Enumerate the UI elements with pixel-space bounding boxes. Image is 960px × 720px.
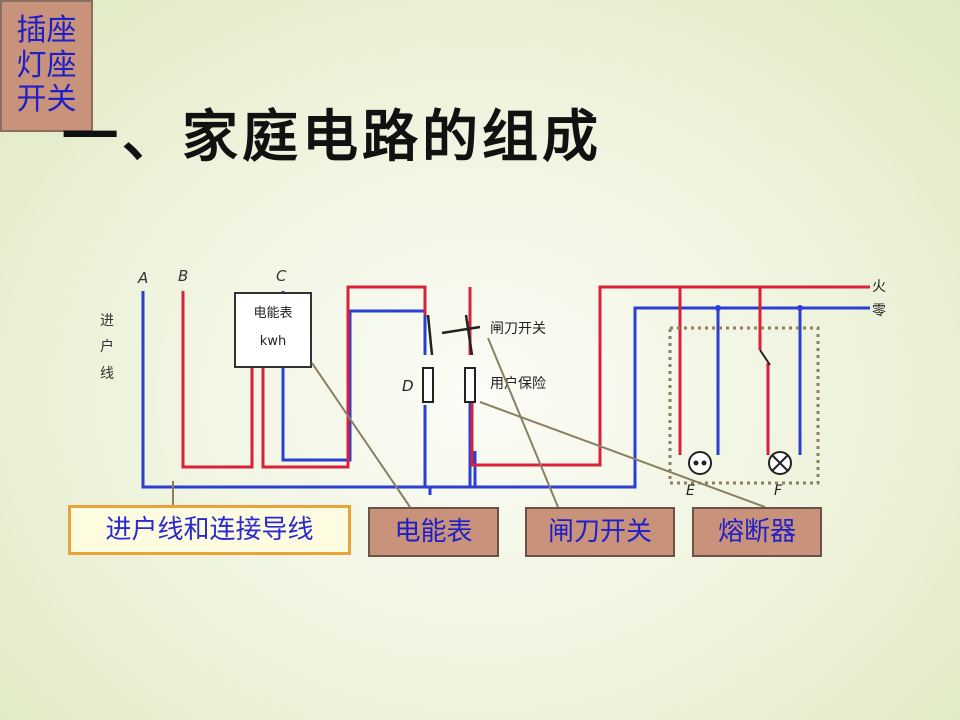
inlet-char-3: 线 xyxy=(100,366,114,382)
lamp xyxy=(768,451,792,475)
lamp-letter-f: F xyxy=(774,483,783,499)
inlet-char-1: 进 xyxy=(100,313,114,329)
knife-switch xyxy=(426,314,481,356)
meter-label: 电能表 xyxy=(253,306,292,321)
live-label: 火 xyxy=(872,279,886,295)
callout-wires: 进户线和连接导线 xyxy=(68,505,351,555)
fuse-text: 用户保险 xyxy=(490,375,546,392)
neutral-label: 零 xyxy=(872,303,886,319)
meter-unit: kwh xyxy=(260,334,286,349)
page-title: 一、家庭电路的组成 xyxy=(62,105,602,170)
lamp-letter-e: E xyxy=(686,483,695,499)
lamp-switch xyxy=(759,349,771,366)
inlet-char-2: 户 xyxy=(100,338,114,355)
fuses xyxy=(422,367,476,403)
callout-socket-line-3: 开关 xyxy=(16,82,77,118)
callout-switch: 闸刀开关 xyxy=(525,507,675,557)
wire-letter-b: B xyxy=(178,267,188,285)
energy-meter: 电能表 kwh xyxy=(234,292,312,368)
pointer-lines xyxy=(172,337,766,508)
wire-letter-a: A xyxy=(137,269,148,287)
callout-socket-lamp-switch: 插座 灯座 开关 xyxy=(0,0,93,132)
live-wires xyxy=(181,285,870,469)
neutral-wires xyxy=(141,291,870,495)
fuse-letter: D xyxy=(402,377,414,395)
wire-letter-c: C xyxy=(276,267,287,285)
callout-meter: 电能表 xyxy=(368,507,499,557)
switch-text: 闸刀开关 xyxy=(490,321,546,337)
socket xyxy=(688,451,712,475)
circuit-diagram: A B C 进 户 线 电能表 kwh 闸刀开关 xyxy=(100,267,886,508)
callout-fuse: 熔断器 xyxy=(692,507,822,557)
callout-socket-line-1: 插座 xyxy=(16,13,77,49)
socket-group-outline xyxy=(668,326,820,485)
callout-socket-line-2: 灯座 xyxy=(16,47,77,83)
